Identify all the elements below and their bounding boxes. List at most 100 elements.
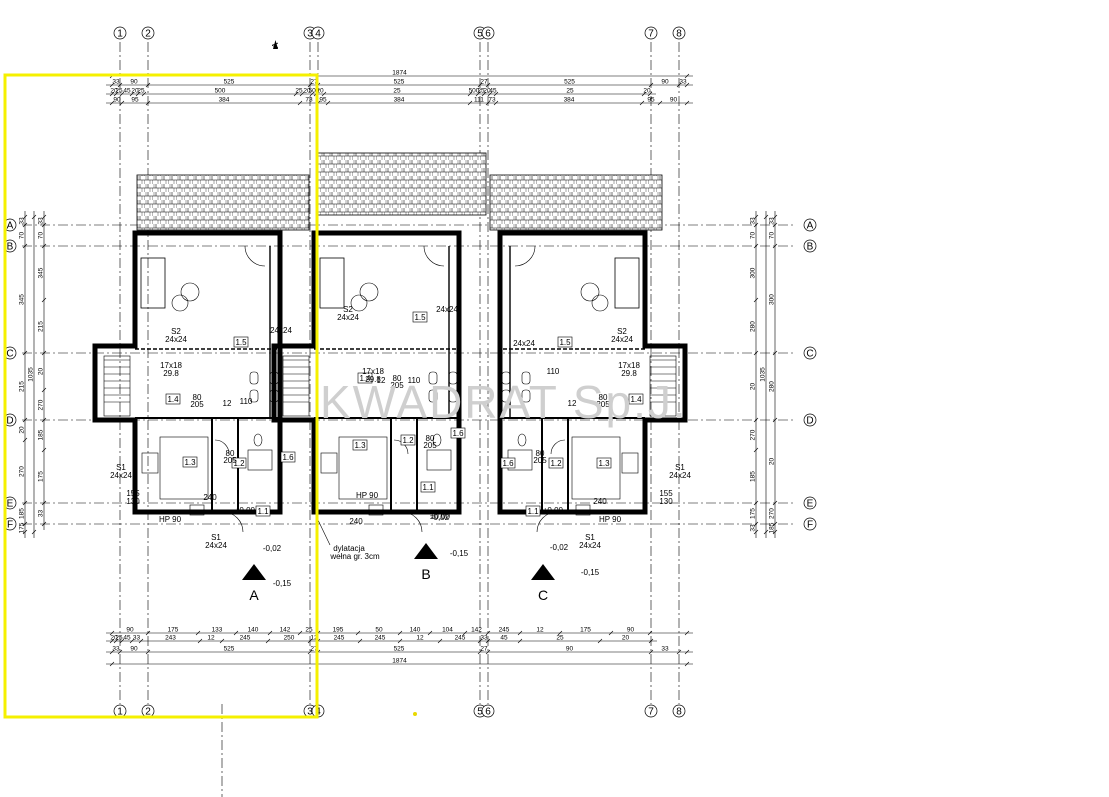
dim-bottom-3-label: 525	[224, 646, 235, 653]
dim-top-3-tick	[109, 100, 115, 106]
axis-bubble-top	[311, 26, 325, 40]
dim-bottom-1-tick	[397, 630, 403, 636]
stair-sub: 29.8	[365, 375, 381, 384]
axis-bubble-bottom	[672, 704, 686, 718]
dim-bottom-1-label: 25	[305, 627, 313, 634]
dim-bottom-1-tick	[233, 630, 239, 636]
dim-top-1-tick	[684, 82, 690, 88]
terrace-paving	[315, 152, 487, 216]
dim-right-2-label: 280	[769, 381, 776, 392]
chair	[448, 371, 458, 385]
level-mark: ±0,00	[430, 512, 451, 521]
unit-label: A	[249, 587, 259, 603]
stair-sub: 29.8	[163, 369, 179, 378]
dilatation-leader	[317, 519, 331, 546]
dim-left-1-tick	[22, 417, 28, 423]
dim-bottom-2-label: 12	[207, 635, 215, 642]
highlight-selection-box	[3, 73, 319, 719]
stair-tag: 17x18	[362, 367, 384, 376]
dim-top-2-label: 45	[489, 88, 497, 95]
dim-bottom-total-tick	[109, 661, 115, 667]
dim-top-1-tick	[477, 82, 483, 88]
dim-left-2-tick	[41, 350, 47, 356]
dim-left-1-label: 20	[19, 426, 26, 434]
dim-bottom-2-tick	[485, 638, 491, 644]
axis-label-left: F	[7, 520, 13, 531]
dim-top-2-tick	[475, 91, 481, 97]
room-tag-bath: 1.2	[402, 436, 414, 445]
dim-bottom-2-label: 12	[310, 635, 318, 642]
dim-bottom-1-label: 133	[212, 627, 223, 634]
room-tag-hall: 1.1	[527, 507, 539, 516]
dim-top-1-label: 525	[564, 79, 575, 86]
dim-left-1-tick	[22, 243, 28, 249]
dwelling-unit-B	[271, 230, 462, 533]
axis-label-bottom: 1	[117, 707, 123, 718]
dim-bottom-1-tick	[462, 630, 468, 636]
dim-bottom-2-tick	[437, 638, 443, 644]
room-tag-stair-box	[357, 372, 373, 384]
dim-top-2-tick	[481, 91, 487, 97]
window-size: 24x24	[579, 541, 601, 550]
dim-right-2-label: 20	[769, 458, 776, 466]
dim-bottom-1-label: 175	[168, 627, 179, 634]
dim-left-1-tick	[22, 529, 28, 535]
level-mark: ±0,00	[235, 506, 256, 515]
dim-top-3-label: 95	[319, 97, 327, 104]
chair	[501, 389, 511, 403]
axis-label-right: F	[807, 520, 813, 531]
dim-bottom-2-tick	[517, 638, 523, 644]
dimension-130: 130	[126, 497, 140, 506]
dim-right-1-tick	[753, 529, 759, 535]
axis-label-top: 6	[485, 29, 491, 40]
dim-right-1-tick	[753, 243, 759, 249]
dim-bottom-3-tick	[485, 649, 491, 655]
axis-label-bottom: 3	[307, 707, 313, 718]
dim-top-3-tick	[467, 100, 473, 106]
window-tag: S2	[171, 327, 181, 336]
dim-right-1-label: 300	[750, 267, 757, 278]
door-swing	[514, 245, 536, 267]
dim-top-2-label: 25	[137, 88, 145, 95]
dim-top-3-label: 73	[488, 97, 496, 104]
level-mark: ±0,00	[543, 506, 564, 515]
room-tag-kitchen-box	[352, 439, 368, 451]
dim-top-2-tick	[129, 91, 135, 97]
dim-bottom-1-label: 90	[627, 627, 635, 634]
dim-top-3-tick	[145, 100, 151, 106]
dim-left-1-label: 175	[19, 522, 26, 533]
dim-right-1-label: 280	[750, 321, 757, 332]
dim-left-1-label: 33	[19, 217, 26, 225]
door-width: 80	[599, 393, 608, 402]
dwelling-unit-C	[497, 230, 688, 533]
dim-top-3-label: 384	[219, 97, 230, 104]
dim-bottom-2-label: 250	[284, 635, 295, 642]
dim-top-total-tick	[684, 73, 690, 79]
dim-top-2-label: 500	[469, 88, 480, 95]
dim-bottom-2-label: 20	[110, 635, 118, 642]
dimension-240: 240	[593, 497, 607, 506]
chair	[428, 371, 438, 385]
sofa	[319, 257, 345, 309]
dim-top-2-label: 45	[123, 88, 131, 95]
dim-top-2-tick	[293, 91, 299, 97]
entrance-arrow-icon	[242, 564, 266, 580]
dimension-12: 12	[377, 376, 386, 385]
dim-left-2-label: 185	[38, 429, 45, 440]
dim-bottom-2-label: 20	[622, 635, 630, 642]
level-mark-outside: -0,15	[273, 579, 292, 588]
room-tag-hall: 1.1	[422, 483, 434, 492]
room-tag-kitchen: 1.3	[598, 459, 610, 468]
dim-bottom-2-tick	[219, 638, 225, 644]
dim-left-2-label: 270	[38, 399, 45, 410]
kitchen-island	[338, 436, 388, 500]
dilatation-note: dylatacja	[333, 544, 365, 553]
dim-left-total-tick	[31, 529, 37, 535]
dim-top-1-tick	[307, 82, 313, 88]
dim-top-2-tick	[135, 91, 141, 97]
dimension-130: 130	[659, 497, 673, 506]
dim-left-2-tick	[41, 417, 47, 423]
dim-bottom-1-tick	[557, 630, 563, 636]
